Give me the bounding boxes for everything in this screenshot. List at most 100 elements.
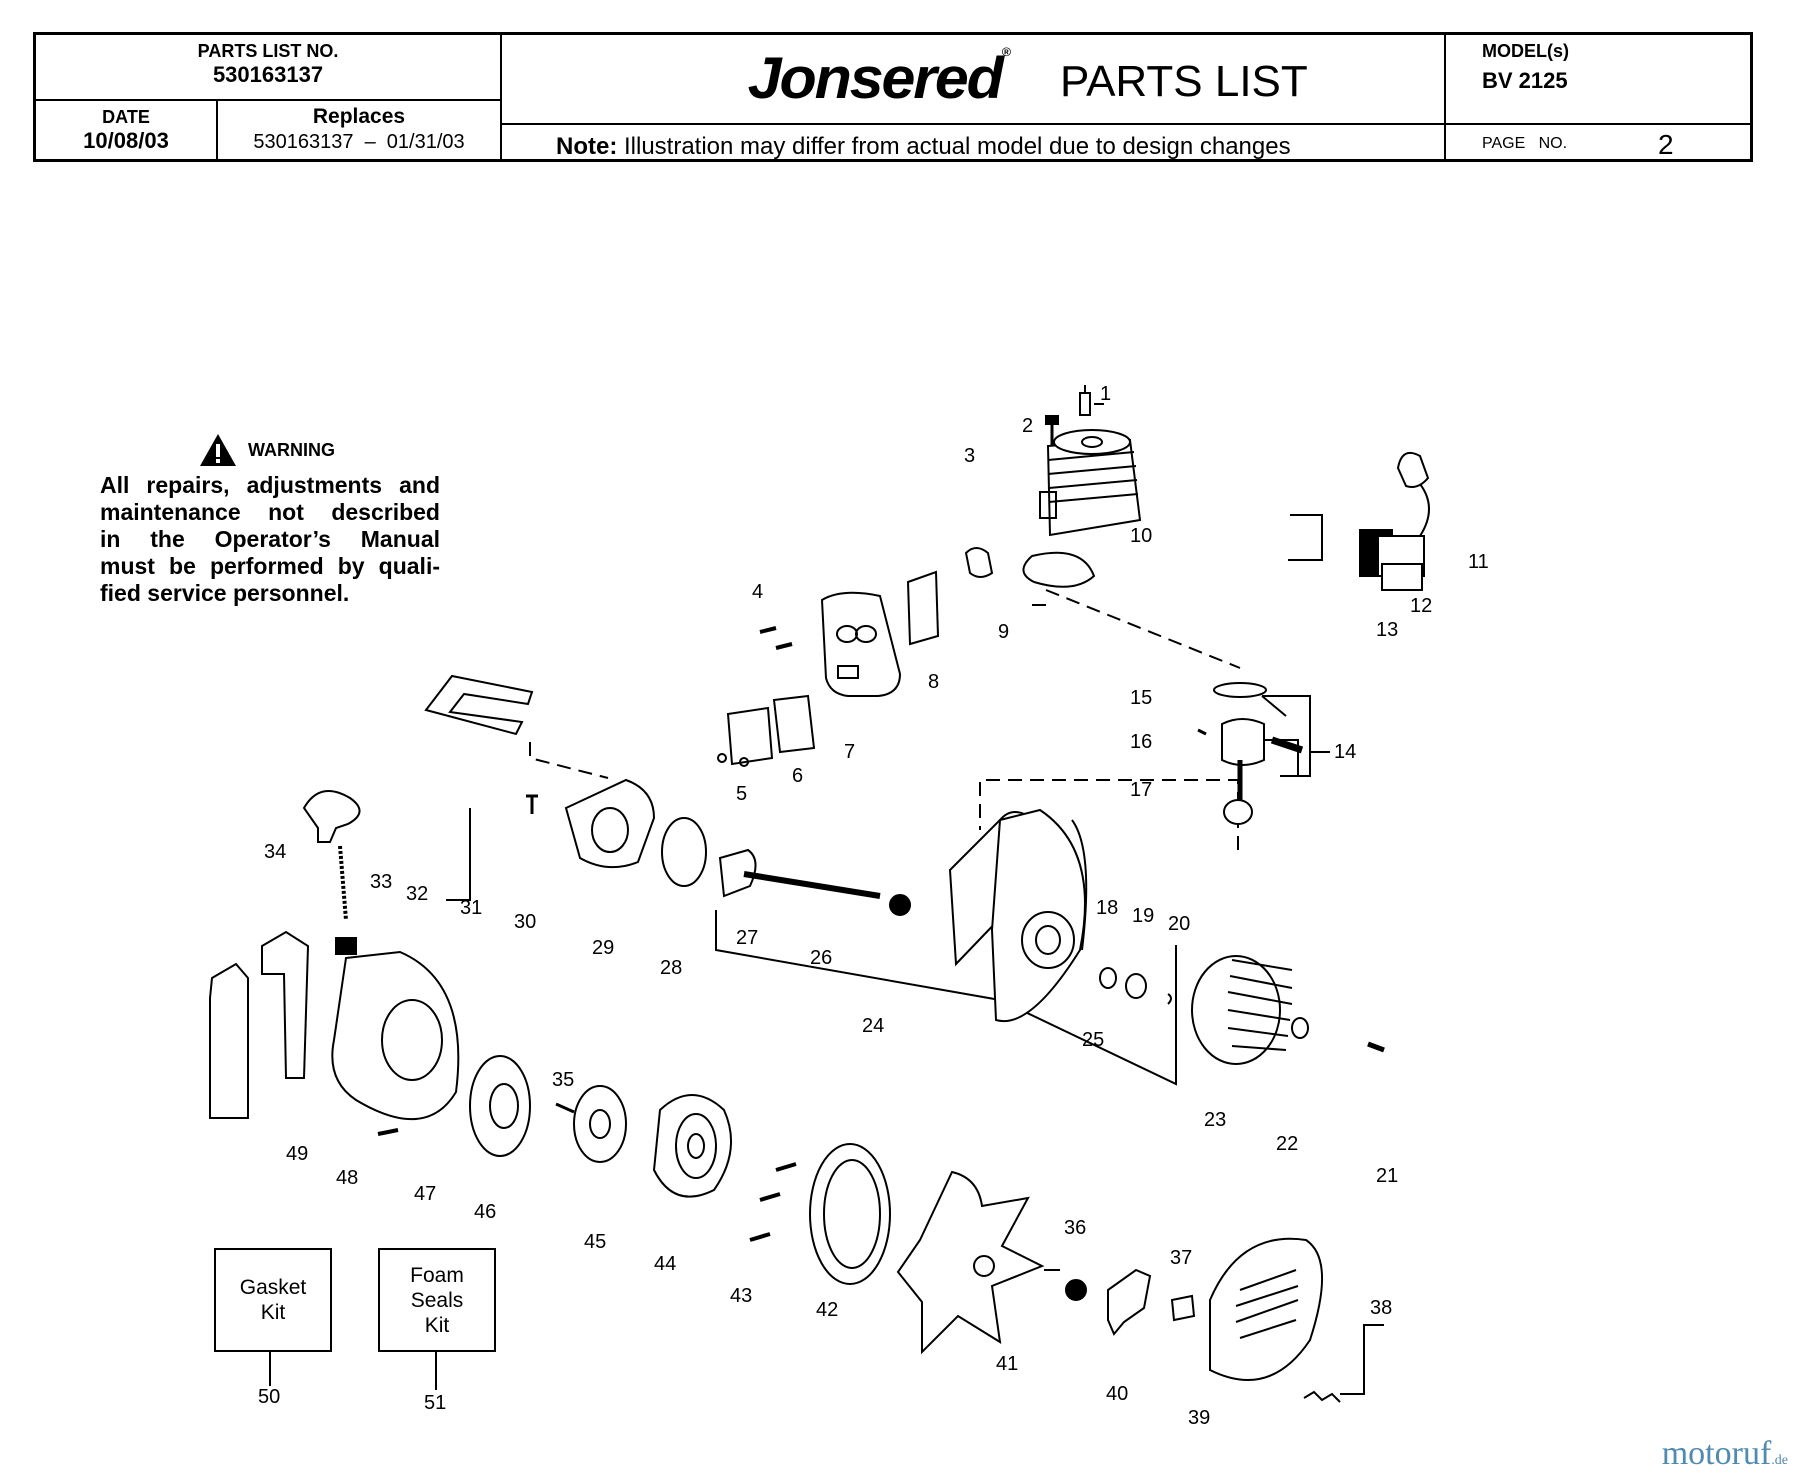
part-number-41: 41 [996,1353,1018,1375]
design-note: Note: Illustration may differ from actua… [556,133,1291,160]
o-ring-part [661,817,707,887]
part-number-7: 7 [844,741,855,763]
part-number-30: 30 [514,911,536,933]
part-number-48: 48 [336,1167,358,1189]
warning-text: All repairs, adjustments and maintenance… [100,472,440,606]
date-cell: DATE 10/08/03 [36,107,216,154]
part-number-22: 22 [1276,1133,1298,1155]
intake-housing-part [564,778,656,869]
muffler-part [820,591,902,697]
part-number-5: 5 [736,783,747,805]
parts-list-label: PARTS LIST NO. [197,41,339,61]
part-number-3: 3 [964,445,975,467]
part-number-17: 17 [1130,779,1152,801]
header-divider [500,123,1444,125]
part-number-6: 6 [792,765,803,787]
header-divider [1444,123,1750,125]
spark-plug-part [1079,385,1104,416]
page-label: PAGE NO. [1482,135,1568,152]
replaces-label: Replaces [312,105,406,128]
gasket-kit-box: Gasket Kit [214,1248,332,1352]
muffler-bracket-part [906,570,940,646]
starter-housing-part [331,950,460,1121]
date-label: DATE [102,107,150,127]
bearing-seal-part [1099,967,1117,989]
foam-seal-part [424,674,534,736]
part-number-23: 23 [1204,1109,1226,1131]
part-number-8: 8 [928,671,939,693]
part-number-13: 13 [1376,619,1398,641]
header-divider [1444,35,1446,159]
fan-cover-screws-part [749,1162,797,1242]
starter-pulley-part [469,1055,531,1157]
part-number-14: 14 [1334,741,1356,763]
header-block: PARTS LIST NO. 530163137 DATE 10/08/03 R… [33,32,1753,162]
screw-part [555,1102,575,1114]
brand-logo: Jonsered® [747,45,1011,111]
ignition-module-part [1359,452,1430,591]
part-number-43: 43 [730,1285,752,1307]
replaces-value: 530163137 – 01/31/03 [253,131,465,153]
blower-cover-part [1209,1237,1324,1381]
part-number-31: 31 [460,897,482,919]
part-number-9: 9 [998,621,1009,643]
cylinder-part [1039,429,1142,537]
spring-part [1303,1390,1341,1403]
model-cell: MODEL(s) BV 2125 [1482,41,1569,94]
muffler-gasket-part [772,694,816,754]
flywheel-part [1191,955,1293,1065]
foam-seal-bent-part [261,930,310,1079]
part-number-19: 19 [1132,905,1154,927]
part-number-44: 44 [654,1253,676,1275]
part-number-15: 15 [1130,687,1152,709]
part-number-24: 24 [862,1015,884,1037]
part-number-34: 34 [264,841,286,863]
warning-notice: WARNING All repairs, adjustments and mai… [100,432,440,607]
part-number-39: 39 [1188,1407,1210,1429]
part-number-37: 37 [1170,1247,1192,1269]
part-number-27: 27 [736,927,758,949]
part-number-12: 12 [1410,595,1432,617]
part-number-10: 10 [1130,525,1152,547]
screw-part [377,1128,399,1136]
crankshaft-part [718,848,911,916]
part-number-40: 40 [1106,1383,1128,1405]
starter-washer-part [573,1085,627,1163]
page-title: PARTS LIST [1060,57,1308,106]
bearing-part [1125,973,1147,999]
date-value: 10/08/03 [83,128,169,153]
warning-title: WARNING [248,439,335,460]
part-number-26: 26 [810,947,832,969]
part-number-21: 21 [1376,1165,1398,1187]
key-part [1367,1041,1385,1053]
kit-number: 50 [258,1386,281,1408]
spark-arrestor-part [717,706,774,767]
warning-icon [200,434,236,466]
spacer-part [1170,1294,1196,1322]
piston-rod-part [1221,718,1304,825]
part-number-16: 16 [1130,731,1152,753]
part-number-47: 47 [414,1183,436,1205]
piston-ring-part [1213,682,1267,698]
part-number-36: 36 [1064,1217,1086,1239]
part-number-35: 35 [552,1069,574,1091]
crankcase-part [948,808,1088,1023]
impeller-part [896,1170,1045,1355]
retaining-ring-part [1167,993,1172,1005]
part-number-45: 45 [584,1231,606,1253]
part-number-33: 33 [370,871,392,893]
part-number-1: 1 [1100,383,1111,405]
kit-number: 51 [424,1392,447,1414]
retainer-plate-part [1107,1268,1152,1336]
muffler-screws-part [759,626,793,650]
header-divider [36,99,500,101]
fan-housing-ring-part [809,1143,891,1285]
foam-seal-long-part [209,962,249,1119]
part-number-4: 4 [752,581,763,603]
part-number-29: 29 [592,937,614,959]
watermark: motoruf.de [1661,1435,1788,1472]
part-number-49: 49 [286,1143,308,1165]
part-number-2: 2 [1022,415,1033,437]
